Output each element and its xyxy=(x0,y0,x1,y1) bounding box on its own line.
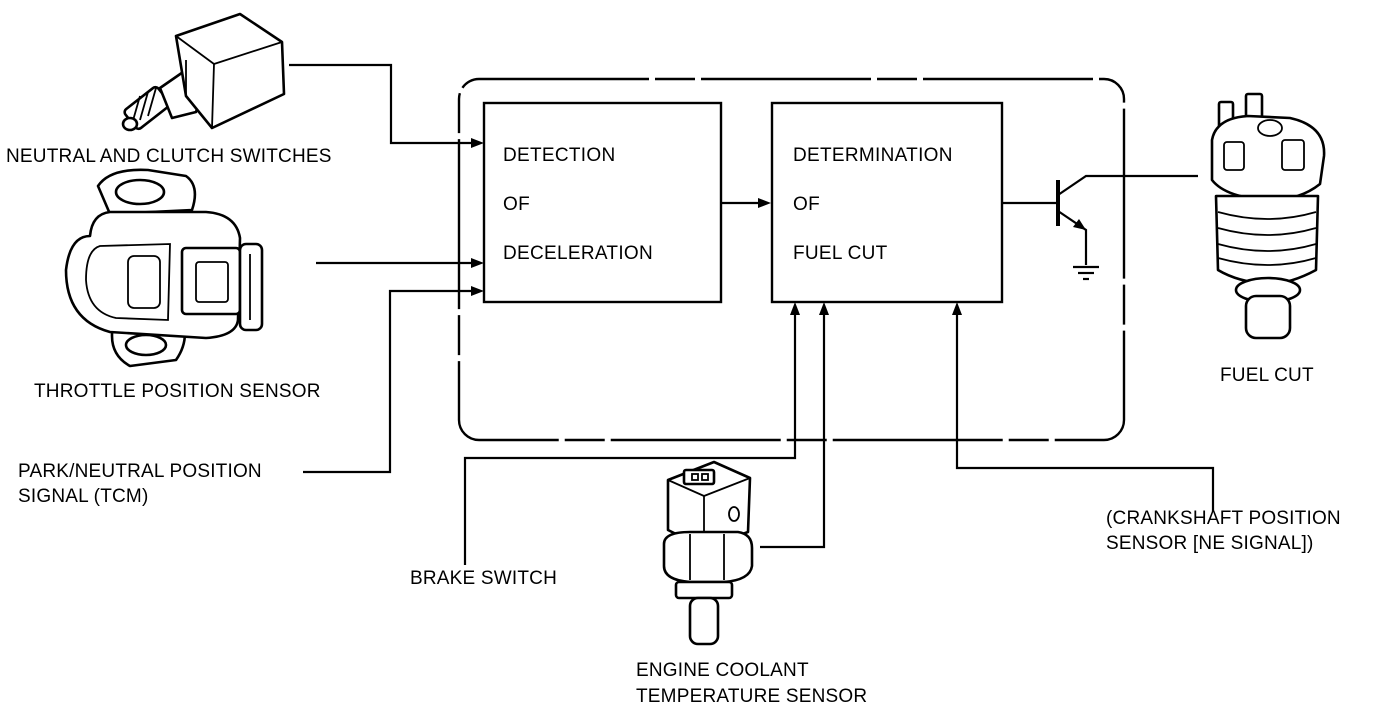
brake-switch-label: BRAKE SWITCH xyxy=(410,568,557,589)
neutral-clutch-switches-label: NEUTRAL AND CLUTCH SWITCHES xyxy=(6,146,332,167)
coolant-temperature-sensor-icon xyxy=(662,460,754,646)
ecu-enclosure xyxy=(457,77,1126,442)
determination-label-line2: OF xyxy=(793,194,820,215)
park-neutral-label-line1: PARK/NEUTRAL POSITION xyxy=(18,461,262,482)
detection-to-determination-arrow xyxy=(721,198,771,208)
determination-label-line1: DETERMINATION xyxy=(793,145,953,166)
throttle-position-sensor-icon xyxy=(64,168,264,368)
throttle-position-sensor-label: THROTTLE POSITION SENSOR xyxy=(34,381,321,402)
determination-label-line3: FUEL CUT xyxy=(793,243,888,264)
transistor-icon xyxy=(1002,174,1198,265)
coolant-sensor-label-line1: ENGINE COOLANT xyxy=(636,660,809,681)
coolant-wire xyxy=(760,302,829,549)
crankshaft-label-line1: (CRANKSHAFT POSITION xyxy=(1106,508,1341,529)
detection-label-line2: OF xyxy=(503,194,530,215)
throttle-wire xyxy=(316,258,484,268)
neutral-clutch-switch-icon xyxy=(121,12,286,132)
neutral-clutch-wire xyxy=(289,63,484,148)
coolant-sensor-label-line2: TEMPERATURE SENSOR xyxy=(636,686,867,707)
determination-block: DETERMINATION OF FUEL CUT xyxy=(770,101,1004,304)
park-neutral-label-line2: SIGNAL (TCM) xyxy=(18,486,148,507)
park-neutral-wire xyxy=(303,286,484,474)
brake-wire xyxy=(463,302,800,565)
fuel-injector-icon xyxy=(1210,92,1326,340)
ground-icon xyxy=(1073,265,1099,281)
detection-block: DETECTION OF DECELERATION xyxy=(482,101,723,304)
crankshaft-wire xyxy=(952,302,1215,512)
crankshaft-label-line2: SENSOR [NE SIGNAL]) xyxy=(1106,533,1314,554)
detection-label-line1: DETECTION xyxy=(503,145,615,166)
fuel-cut-output-label: FUEL CUT xyxy=(1220,365,1314,386)
detection-label-line3: DECELERATION xyxy=(503,243,653,264)
